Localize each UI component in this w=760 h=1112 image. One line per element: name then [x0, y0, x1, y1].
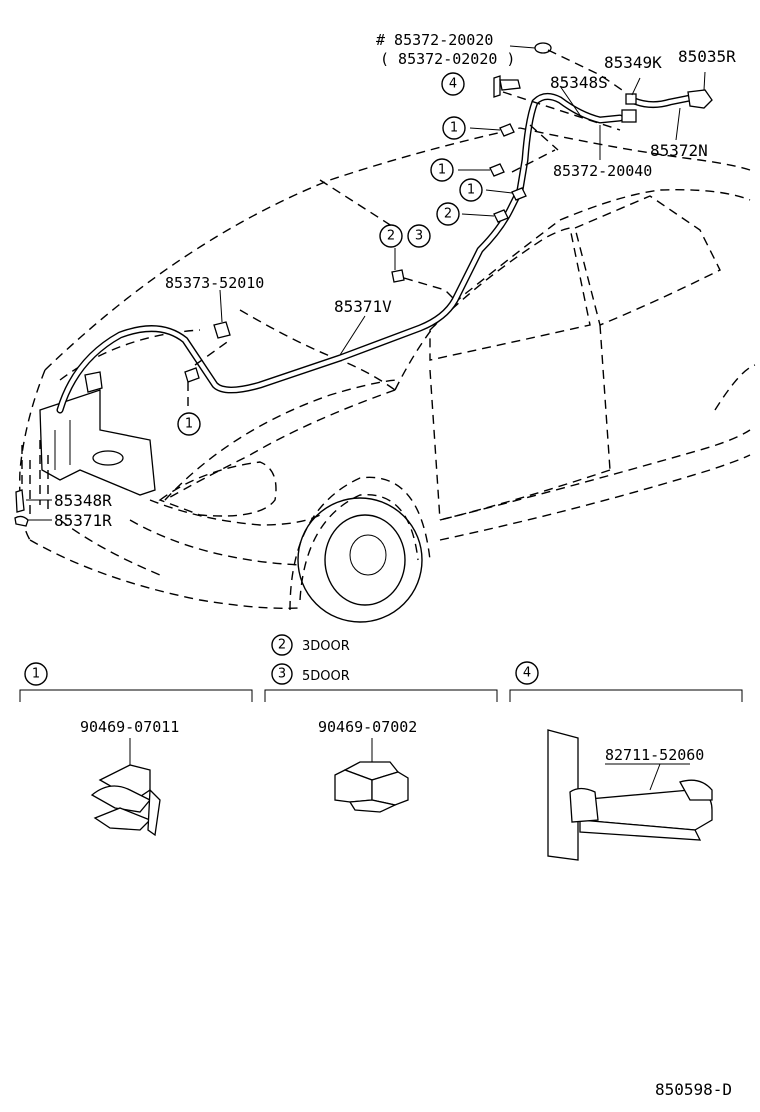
- legend-5door: 3 5DOOR: [271, 663, 350, 685]
- panel23-part-number: 90469-07002: [318, 718, 417, 736]
- svg-text:1: 1: [467, 183, 475, 198]
- callout-85371R: 85371R: [54, 511, 112, 530]
- panel4-part-number: 82711-52060: [605, 746, 704, 764]
- detail-panel-4: 4 82711-52060: [509, 661, 743, 861]
- marker-1-d: 1: [177, 412, 201, 436]
- svg-text:3: 3: [278, 667, 286, 682]
- svg-text:4: 4: [449, 77, 457, 92]
- washer-tank: [39, 371, 156, 496]
- marker-4-top: 4: [441, 72, 465, 96]
- callout-85373-52010: 85373-52010: [165, 274, 264, 292]
- marker-2-b: 2: [379, 224, 403, 248]
- leader-lines: [21, 45, 706, 521]
- callout-85035R: 85035R: [678, 47, 736, 66]
- legend-3door: 2 3DOOR: [271, 634, 350, 656]
- svg-text:2: 2: [387, 229, 395, 244]
- svg-text:5DOOR: 5DOOR: [302, 669, 350, 684]
- callout-85371V: 85371V: [334, 297, 392, 316]
- svg-text:4: 4: [523, 666, 531, 681]
- svg-text:1: 1: [32, 667, 40, 682]
- callout-85372-20020: # 85372-20020: [376, 31, 493, 49]
- detail-panel-1: 1 90469-07011: [19, 662, 253, 837]
- svg-text:1: 1: [438, 163, 446, 178]
- panel1-part-number: 90469-07011: [80, 718, 179, 736]
- washer-hose-route: [14, 42, 713, 527]
- callout-85349K: 85349K: [604, 53, 662, 72]
- callout-85348S: 85348S: [550, 73, 608, 92]
- svg-text:2: 2: [444, 207, 452, 222]
- marker-2-a: 2: [436, 202, 460, 226]
- callout-85348R: 85348R: [54, 491, 112, 510]
- diagram-code: 850598-D: [655, 1080, 732, 1099]
- svg-text:3: 3: [415, 229, 423, 244]
- marker-1-a: 1: [442, 116, 466, 140]
- callout-85372-20040: 85372-20040: [553, 162, 652, 180]
- callout-85372-02020: ( 85372-02020 ): [380, 50, 515, 68]
- svg-text:2: 2: [278, 638, 286, 653]
- svg-text:3DOOR: 3DOOR: [302, 639, 350, 654]
- detail-panel-2-3: 90469-07002: [264, 689, 498, 813]
- marker-3-a: 3: [407, 224, 431, 248]
- callout-85372N: 85372N: [650, 141, 708, 160]
- marker-1-b: 1: [430, 158, 454, 182]
- car-body-outline: [19, 127, 756, 623]
- marker-1-c: 1: [459, 178, 483, 202]
- svg-text:1: 1: [185, 417, 193, 432]
- svg-text:1: 1: [450, 121, 458, 136]
